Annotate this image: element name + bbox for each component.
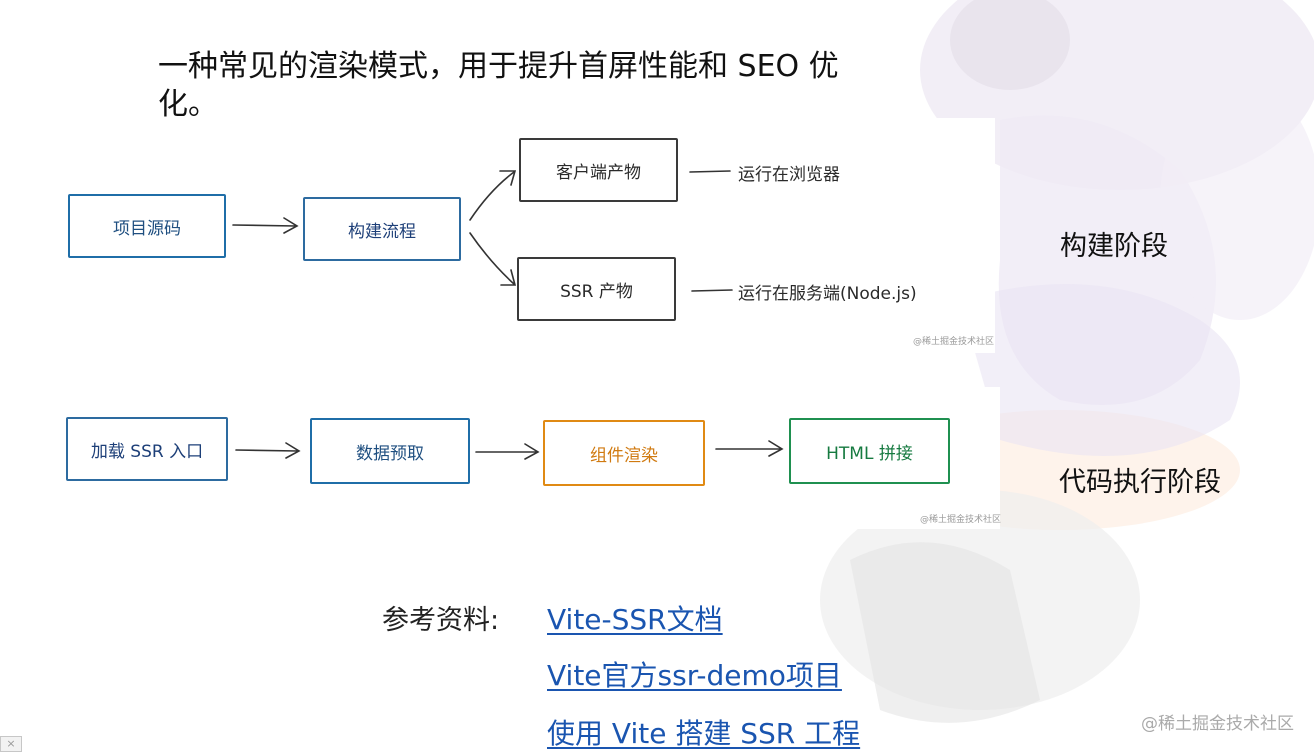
box-source-code-label: 项目源码 <box>113 218 181 239</box>
link-vite-ssr-guide[interactable]: 使用 Vite 搭建 SSR 工程 <box>547 717 861 750</box>
run-panel-watermark: @稀土掘金技术社区 <box>920 515 1002 525</box>
box-component-render-label: 组件渲染 <box>590 445 658 466</box>
box-client-bundle: 客户端产物 <box>519 138 678 202</box>
box-client-bundle-label: 客户端产物 <box>556 162 641 183</box>
stage-build-label: 构建阶段 <box>1060 231 1168 262</box>
references-label: 参考资料: <box>382 605 500 636</box>
link-vite-ssr-docs[interactable]: Vite-SSR文档 <box>547 603 723 636</box>
juejin-watermark: @稀土掘金技术社区 <box>1141 714 1294 734</box>
box-html-concat: HTML 拼接 <box>789 418 950 484</box>
build-panel-watermark: @稀土掘金技术社区 <box>913 337 995 347</box>
arrow-build-to-client <box>469 170 517 221</box>
ssr-note-connector <box>691 289 733 292</box>
intro-text: 一种常见的渲染模式，用于提升首屏性能和 SEO 优化。 <box>158 49 839 122</box>
box-html-concat-label: HTML 拼接 <box>826 443 913 464</box>
box-load-ssr-entry: 加载 SSR 入口 <box>66 417 228 481</box>
client-note: 运行在浏览器 <box>738 165 840 185</box>
client-note-connector <box>689 170 731 173</box>
arrow-load-to-fetch <box>235 442 301 459</box>
close-icon[interactable]: × <box>0 736 22 752</box>
box-data-prefetch: 数据预取 <box>310 418 470 484</box>
arrow-source-to-build <box>232 217 299 234</box>
arrow-build-to-ssr <box>469 232 517 286</box>
ssr-note: 运行在服务端(Node.js) <box>738 284 917 304</box>
box-build-process: 构建流程 <box>303 197 461 261</box>
box-build-process-label: 构建流程 <box>348 221 416 242</box>
box-component-render: 组件渲染 <box>543 420 705 486</box>
box-ssr-bundle-label: SSR 产物 <box>560 281 633 302</box>
arrow-fetch-to-render <box>475 443 540 460</box>
stage-run-label: 代码执行阶段 <box>1059 467 1221 498</box>
box-load-ssr-entry-label: 加载 SSR 入口 <box>90 441 204 462</box>
link-vite-ssr-demo[interactable]: Vite官方ssr-demo项目 <box>547 659 842 692</box>
box-ssr-bundle: SSR 产物 <box>517 257 676 321</box>
arrow-render-to-concat <box>715 440 784 457</box>
box-source-code: 项目源码 <box>68 194 226 258</box>
box-data-prefetch-label: 数据预取 <box>356 443 424 464</box>
